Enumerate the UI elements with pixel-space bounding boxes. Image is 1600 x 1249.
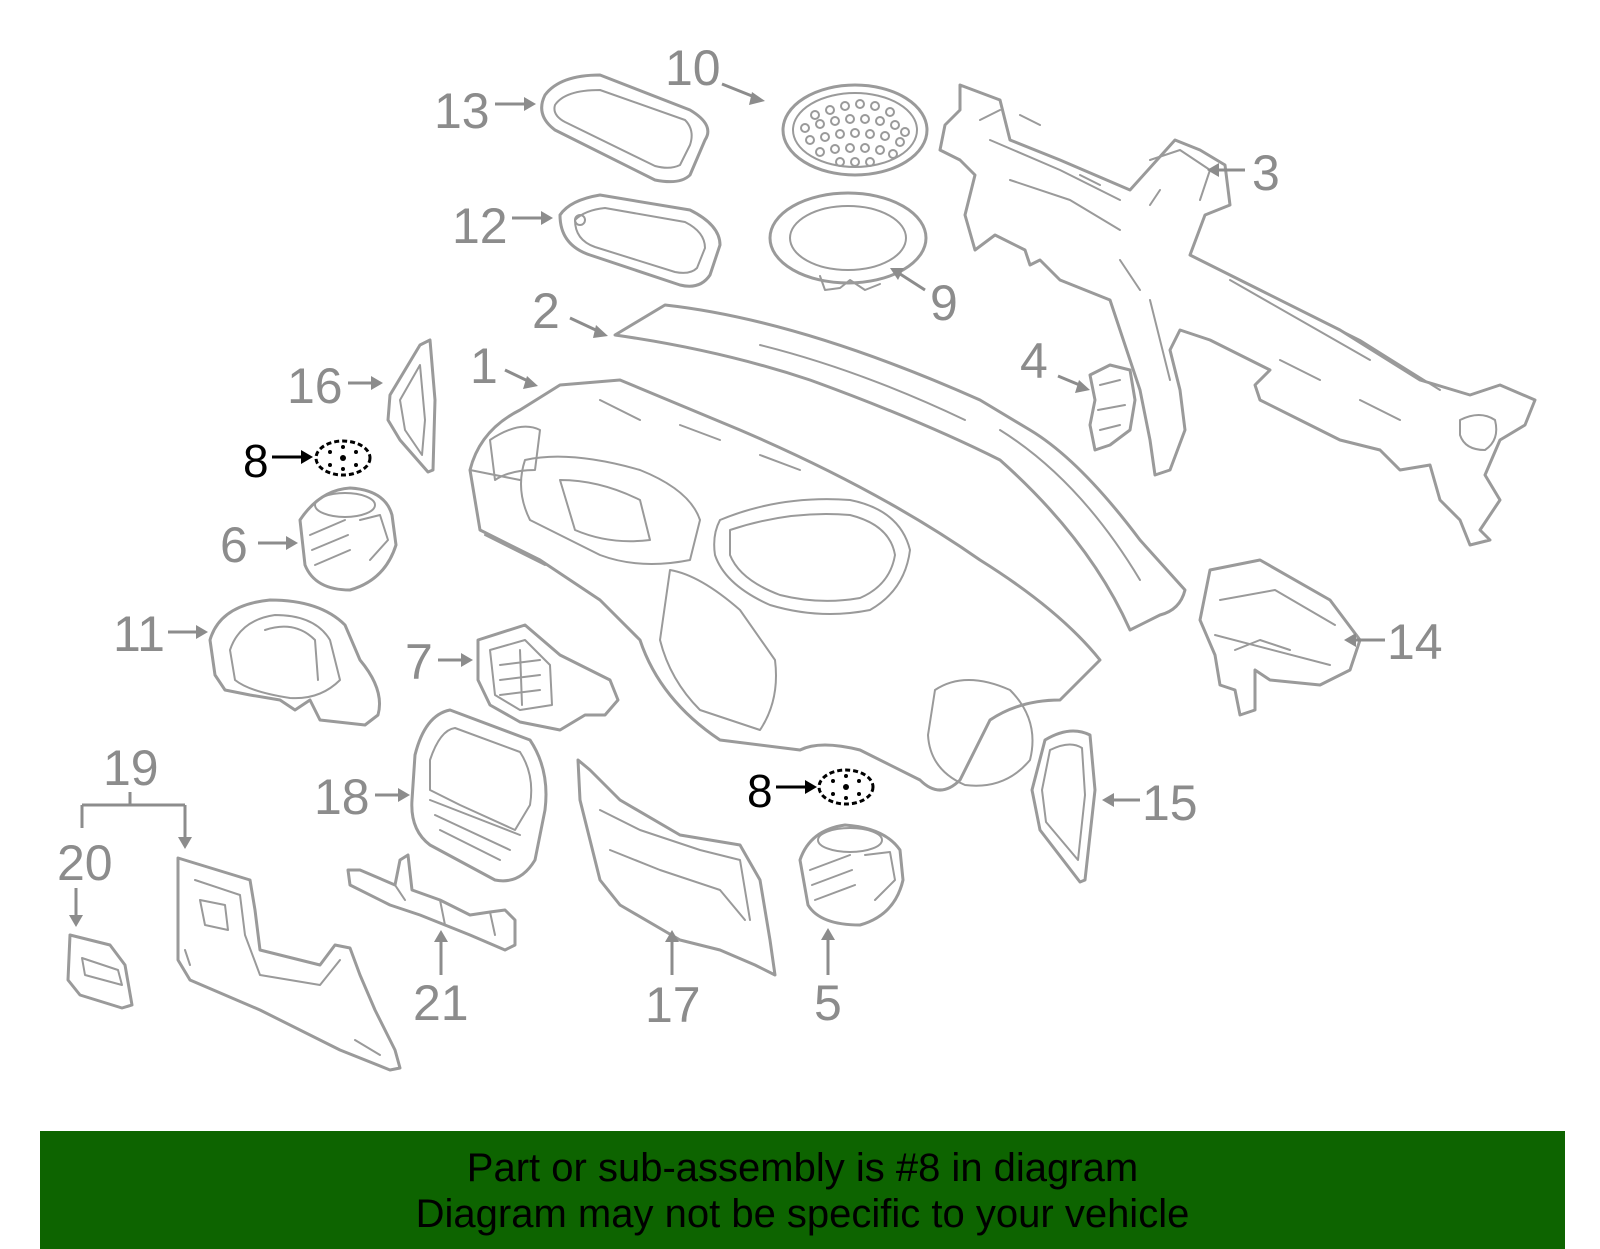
part-15-end-cover [1030,729,1097,884]
callout-1: 1 [470,338,498,394]
callout-5: 5 [814,975,842,1031]
part-11-cluster-bezel [208,598,381,727]
part-5-right-vent [798,823,905,927]
callout-4: 4 [1020,333,1048,389]
part-9-speaker-ring [768,191,928,291]
callout-10: 10 [665,40,721,96]
part-18-center-bezel [410,708,548,883]
part-8-highlighted-lower [776,768,875,806]
callout-6: 6 [220,517,248,573]
part-20-trim-piece [66,933,134,1010]
part-12-glove-box [558,193,722,288]
callout-14: 14 [1387,614,1443,670]
callout-8-upper: 8 [243,435,269,487]
banner-line-2: Diagram may not be specific to your vehi… [415,1192,1190,1236]
callout-lines [69,82,1385,975]
part-17-glove-housing [576,758,777,977]
part-16-side-panel [386,338,437,474]
part-1-instrument-panel [468,378,1102,792]
part-8-highlighted-upper [272,439,372,477]
callout-9: 9 [930,275,958,331]
callout-3: 3 [1252,145,1280,201]
part-2-dash-top [613,303,1187,632]
callout-17: 17 [645,977,701,1033]
callout-20: 20 [57,835,113,891]
callout-11: 11 [113,606,165,662]
callout-16: 16 [287,358,343,414]
part-7-center-vent [476,623,620,732]
part-4-bracket [1088,363,1137,452]
part-21-lower-strip [346,853,517,952]
part-14-airbag [1198,558,1362,717]
callout-7: 7 [405,634,433,690]
callout-2: 2 [532,283,560,339]
part-10-speaker-grille [781,83,929,177]
parts-diagram: 13 10 12 3 9 2 1 4 16 8 6 11 7 14 8 15 1… [57,40,1537,1072]
callout-19: 19 [103,740,159,796]
callout-18: 18 [314,769,370,825]
callout-15: 15 [1142,775,1198,831]
info-banner: Part or sub-assembly is #8 in diagram Di… [40,1131,1565,1249]
callout-21: 21 [413,975,469,1031]
callout-12: 12 [452,198,508,254]
part-13-lid [540,73,710,184]
part-19-knee-panel [176,856,402,1072]
callout-13: 13 [434,83,490,139]
part-3-cross-beam [938,83,1537,547]
callout-8-lower: 8 [747,765,773,817]
banner-line-1: Part or sub-assembly is #8 in diagram [466,1146,1139,1190]
part-6-left-vent [298,486,398,592]
